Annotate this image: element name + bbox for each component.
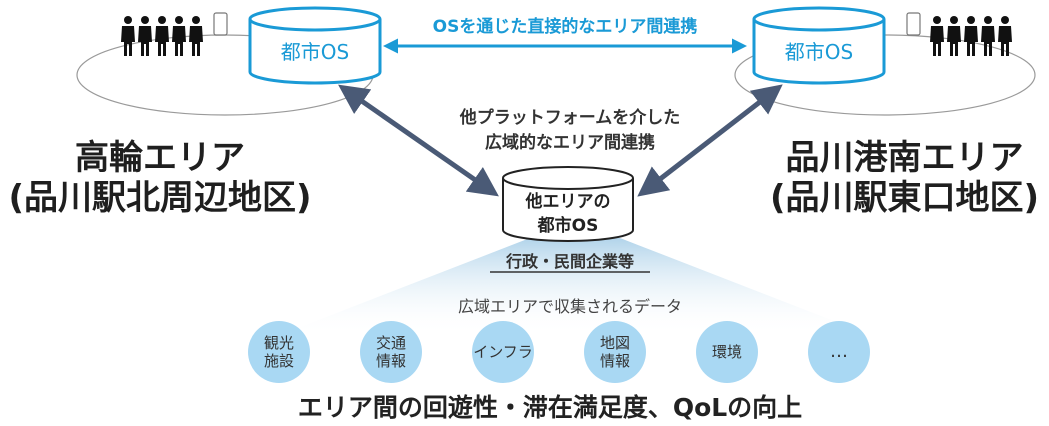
right-area-name-line2: (品川駅東口地区) (769, 178, 1040, 218)
data-fan (280, 238, 870, 335)
right-to-center-arrow (637, 84, 783, 197)
right-smartphone-icon (906, 12, 921, 36)
right-area-name: 品川港南エリア (品川駅東口地区) (760, 138, 1049, 218)
wide-link-label-line1: 他プラットフォームを介した (459, 108, 681, 128)
left-area-name: 高輪エリア (品川駅北周辺地区) (0, 138, 320, 218)
left-os-label: 都市OS (280, 40, 350, 64)
left-area-name-line1: 高輪エリア (75, 138, 245, 178)
center-os-cylinder-icon (502, 166, 634, 242)
right-area-name-line1: 品川港南エリア (785, 138, 1024, 178)
left-os-cylinder-icon (248, 6, 382, 85)
conclusion-text: エリア間の回遊性・滞在満足度、QoLの向上 (297, 393, 803, 422)
wide-link-label: 他プラットフォームを介した 広域的なエリア間連携 (430, 106, 710, 156)
center-os-label: 他エリアの 都市OS (503, 190, 633, 238)
data-item-tourism: 観光 施設 (248, 321, 310, 383)
right-people-icon (930, 16, 1012, 56)
direct-link-label: OSを通じた直接的なエリア間連携 (432, 17, 698, 37)
wide-link-label-line2: 広域的なエリア間連携 (485, 133, 655, 153)
data-item-map: 地図 情報 (584, 321, 646, 383)
data-item-infra: インフラ (472, 321, 534, 383)
left-people-icon (121, 16, 203, 56)
right-os-cylinder-icon (752, 6, 886, 85)
center-os-caption: 行政・民間企業等 (505, 252, 634, 271)
data-item-environment: 環境 (696, 321, 758, 383)
left-smartphone-icon (213, 12, 228, 36)
left-to-center-arrow (338, 84, 499, 197)
data-item-traffic: 交通 情報 (360, 321, 422, 383)
data-item-more: … (808, 321, 870, 383)
center-os-label-line2: 都市OS (537, 216, 599, 236)
right-os-label: 都市OS (784, 40, 854, 64)
center-os-label-line1: 他エリアの (525, 192, 611, 212)
left-area-name-line2: (品川駅北周辺地区) (8, 178, 312, 218)
data-caption: 広域エリアで収集されるデータ (457, 297, 682, 316)
